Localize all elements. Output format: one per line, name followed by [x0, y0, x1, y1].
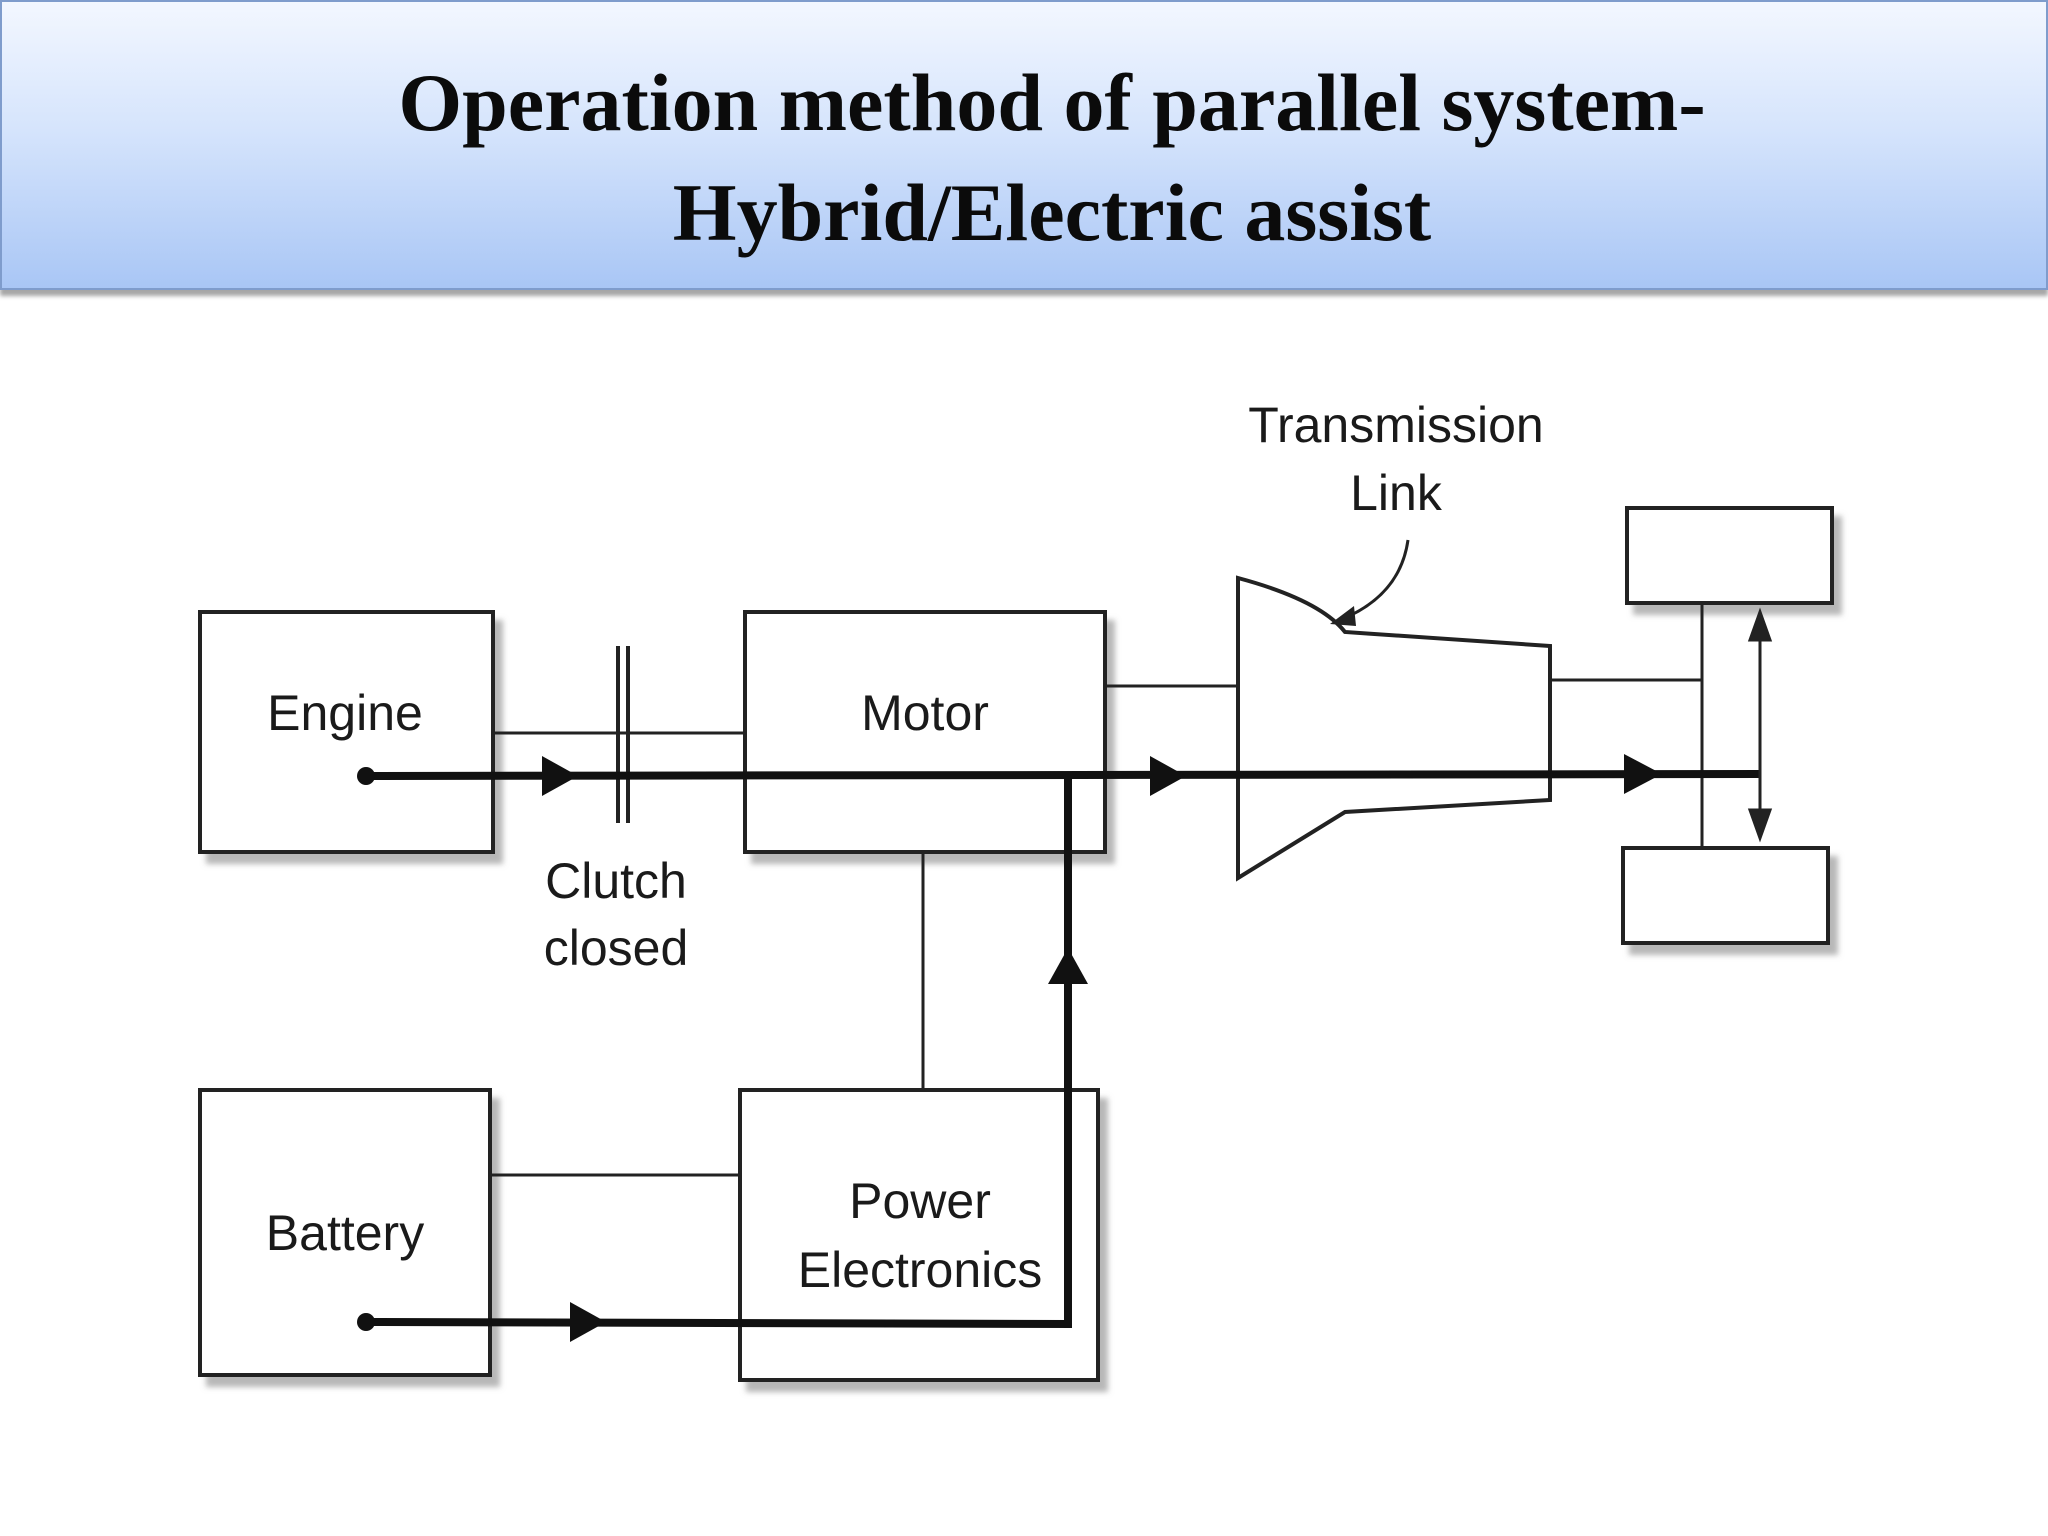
flow-arrow-up — [1048, 948, 1088, 984]
transmission-label-1: Transmission — [1248, 397, 1543, 453]
wheel-bottom-box — [1621, 846, 1830, 945]
slide-title: Operation method of parallel system- Hyb… — [202, 48, 1902, 268]
power-electronics-label-2: Electronics — [798, 1242, 1043, 1298]
transmission-label-2: Link — [1350, 465, 1443, 521]
flow-arrow-clutch — [542, 756, 578, 796]
motor-label: Motor — [861, 685, 989, 741]
engine-flow-origin — [357, 767, 375, 785]
battery-label: Battery — [266, 1205, 424, 1261]
title-line-2: Hybrid/Electric assist — [672, 167, 1432, 258]
flow-arrow-motor — [1150, 756, 1186, 796]
wheel-top-box — [1625, 506, 1834, 605]
engine-power-flow — [365, 770, 1761, 780]
clutch-label-2: closed — [544, 920, 689, 976]
flow-arrow-battery — [570, 1302, 606, 1342]
motor-box — [743, 610, 1107, 854]
wheel-arrow-down-head — [1747, 808, 1773, 843]
title-line-1: Operation method of parallel system- — [398, 57, 1706, 148]
battery-flow-origin — [357, 1313, 375, 1331]
power-electronics-box — [738, 1088, 1100, 1382]
transmission-pointer-line — [1339, 539, 1410, 622]
clutch-label-1: Clutch — [545, 853, 687, 909]
transmission-link-shape — [1236, 575, 1552, 882]
transmission-pointer-head — [1330, 606, 1356, 626]
wheel-arrow-up-head — [1747, 607, 1773, 642]
slide-header: Operation method of parallel system- Hyb… — [0, 0, 2048, 290]
flow-arrow-wheels — [1624, 754, 1662, 794]
power-electronics-label-1: Power — [849, 1173, 991, 1229]
battery-box — [198, 1088, 492, 1377]
engine-label: Engine — [267, 685, 423, 741]
